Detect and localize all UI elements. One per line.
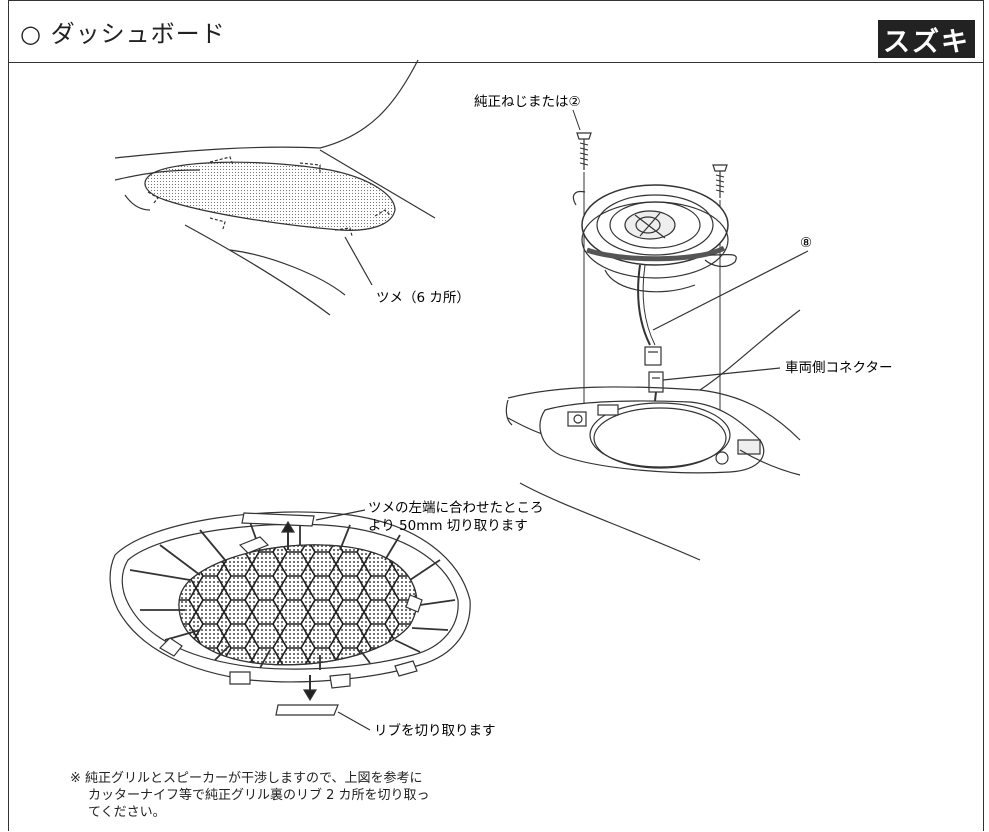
cut-rib-top [241, 512, 315, 527]
arrow-up [280, 520, 296, 550]
brand-badge: スズキ [878, 20, 975, 58]
footnote-line-2: カッターナイフ等で純正グリル裏のリブ 2 カ所を切り取っ [88, 788, 430, 803]
speaker-unit [572, 184, 737, 346]
vehicle-connector [648, 371, 664, 393]
page-frame [8, 0, 984, 831]
cut-top-label-2: より 50mm 切り取ります [368, 518, 528, 534]
part8-label: ⑧ [800, 235, 812, 251]
arrow-down [302, 675, 318, 702]
header-divider [8, 62, 984, 63]
cut-rib-bottom [275, 704, 339, 716]
footnote-line-3: てください。 [88, 805, 166, 820]
connector-label: 車両側コネクター [785, 360, 892, 376]
section-title: ○ ダッシュボード [20, 20, 226, 48]
grille-illustration [109, 509, 471, 731]
footnote-line-1: ※ 純正グリルとスピーカーが干渉しますので、上図を参考に [70, 771, 423, 786]
claws-label: ツメ（6 カ所） [376, 290, 470, 306]
dashboard-illustration [114, 59, 436, 316]
footnote: ※ 純正グリルとスピーカーが干渉しますので、上図を参考に カッターナイフ等で純正… [70, 770, 430, 821]
cut-top-label-1: ツメの左端に合わせたところ [368, 500, 544, 516]
screw-label: 純正ねじまたは② [474, 94, 581, 110]
speaker-connector [644, 346, 662, 366]
speaker-illustration [505, 109, 809, 561]
cut-bottom-label: リブを切り取ります [374, 722, 496, 739]
